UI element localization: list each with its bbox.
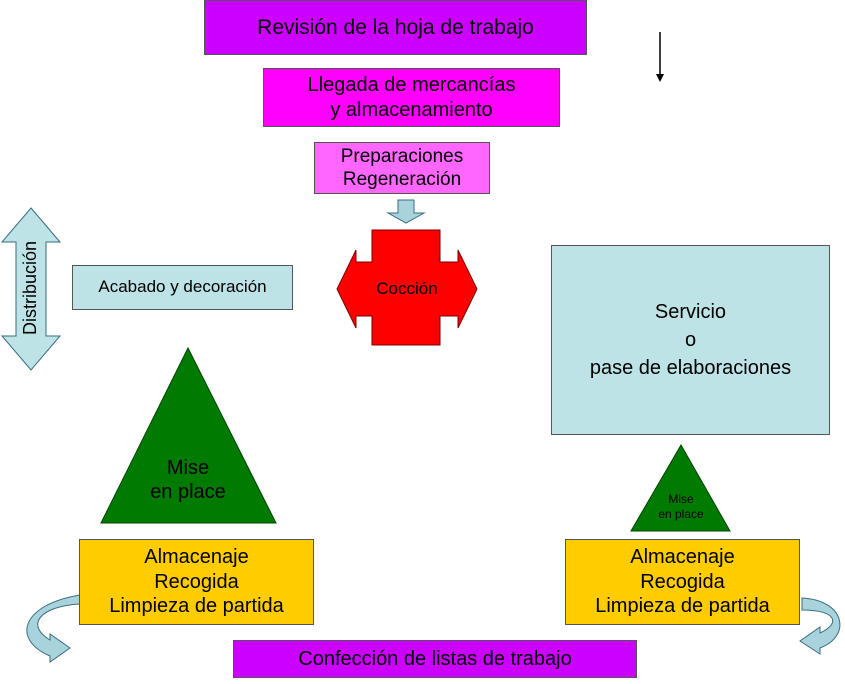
servicio-line3: pase de elaboraciones <box>589 357 792 379</box>
mise-right-line1: Mise <box>668 492 694 506</box>
llegada-line2: y almacenamiento <box>330 98 493 121</box>
curved-arrow-right-icon <box>799 597 841 655</box>
distribucion-double-arrow-shape <box>0 207 62 371</box>
mise-left-label: Mise en place <box>128 456 248 504</box>
almacenaje-right-line3: Limpieza de partida <box>595 595 770 618</box>
servicio-line1: Servicio <box>654 301 727 323</box>
llegada-line1: Llegada de mercancías <box>307 74 516 97</box>
almacenaje-left-line1: Almacenaje <box>144 546 249 569</box>
confeccion-box: Confección de listas de trabajo <box>233 640 637 678</box>
almacenaje-left-box: Almacenaje Recogida Limpieza de partida <box>79 539 314 625</box>
acabado-text: Acabado y decoración <box>98 277 267 297</box>
mise-left-line2: en place <box>150 481 226 503</box>
llegada-box: Llegada de mercancías y almacenamiento <box>263 68 560 127</box>
servicio-line2: o <box>684 329 697 351</box>
preparaciones-line1: Preparaciones <box>340 145 464 167</box>
preparaciones-box: Preparaciones Regeneración <box>314 142 490 194</box>
down-arrow-icon <box>656 32 664 82</box>
block-arrow-down-icon <box>386 199 426 224</box>
mise-en-place-large-triangle <box>100 346 277 524</box>
revision-text: Revisión de la hoja de trabajo <box>257 15 534 39</box>
mise-right-label: Mise en place <box>641 492 721 522</box>
mise-en-place-small-triangle <box>630 443 731 532</box>
almacenaje-left-line2: Recogida <box>154 570 239 593</box>
revision-box: Revisión de la hoja de trabajo <box>204 0 587 55</box>
mise-right-line2: en place <box>658 507 704 521</box>
preparaciones-line2: Regeneración <box>342 169 462 190</box>
almacenaje-right-line2: Recogida <box>640 570 725 593</box>
acabado-box: Acabado y decoración <box>72 265 293 310</box>
mise-left-line1: Mise <box>166 457 210 479</box>
almacenaje-right-box: Almacenaje Recogida Limpieza de partida <box>565 539 800 625</box>
coccion-label: Cocción <box>376 279 438 298</box>
coccion-cross-shape <box>336 229 478 346</box>
distribucion-label: Distribución <box>20 240 40 336</box>
almacenaje-right-line1: Almacenaje <box>630 546 735 569</box>
curved-arrow-left-icon <box>26 594 81 663</box>
servicio-box: Servicio o pase de elaboraciones <box>551 245 830 435</box>
confeccion-text: Confección de listas de trabajo <box>298 647 572 670</box>
almacenaje-left-line3: Limpieza de partida <box>109 595 284 618</box>
